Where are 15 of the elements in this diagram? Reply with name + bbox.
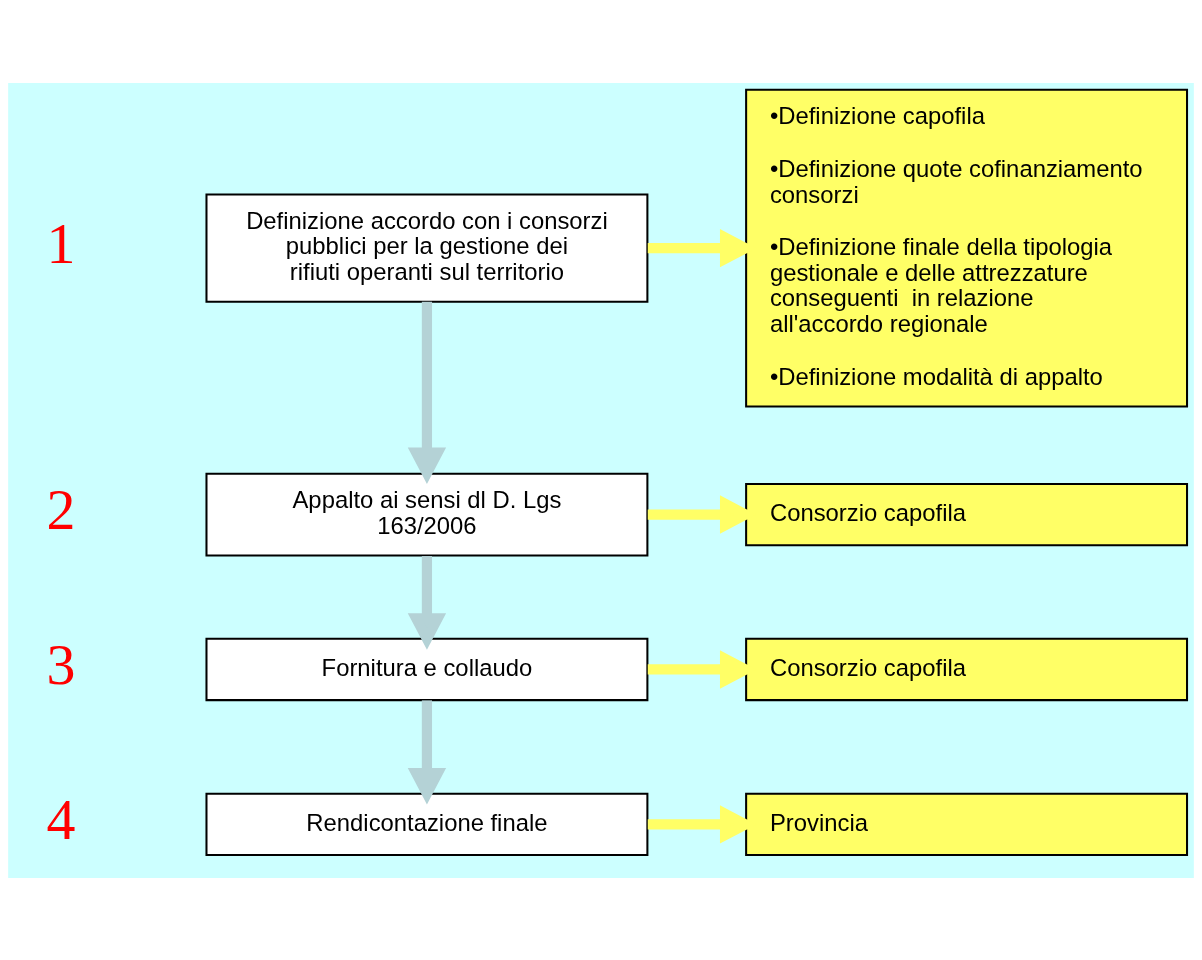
node-box: Provincia — [745, 792, 1189, 856]
node-label: 1 — [46, 210, 76, 276]
node-box: Definizione accordo con i consorzi pubblici per la gestione dei rifiuti operanti sul territorio — [205, 193, 649, 303]
node-box: •Definizione capofila •Definizione quote cofinanziamento consorzi •Definizione finale della tipologia gestionale e delle attrezzature conseguenti in relazione all'accordo regionale •Definizione modalità di appalto — [745, 88, 1189, 407]
arrow — [407, 555, 447, 650]
node-label: 3 — [46, 631, 76, 697]
node-box: Rendicontazione finale — [205, 792, 649, 856]
node-label: 4 — [46, 786, 76, 852]
node-box: Appalto ai sensi dl D. Lgs 163/2006 — [205, 472, 649, 556]
arrow — [407, 699, 447, 805]
node-label: 2 — [46, 476, 76, 542]
node-box: Fornitura e collaudo — [205, 637, 649, 701]
arrow — [407, 301, 447, 484]
node-box: Consorzio capofila — [745, 637, 1189, 701]
node-box: Consorzio capofila — [745, 482, 1189, 546]
